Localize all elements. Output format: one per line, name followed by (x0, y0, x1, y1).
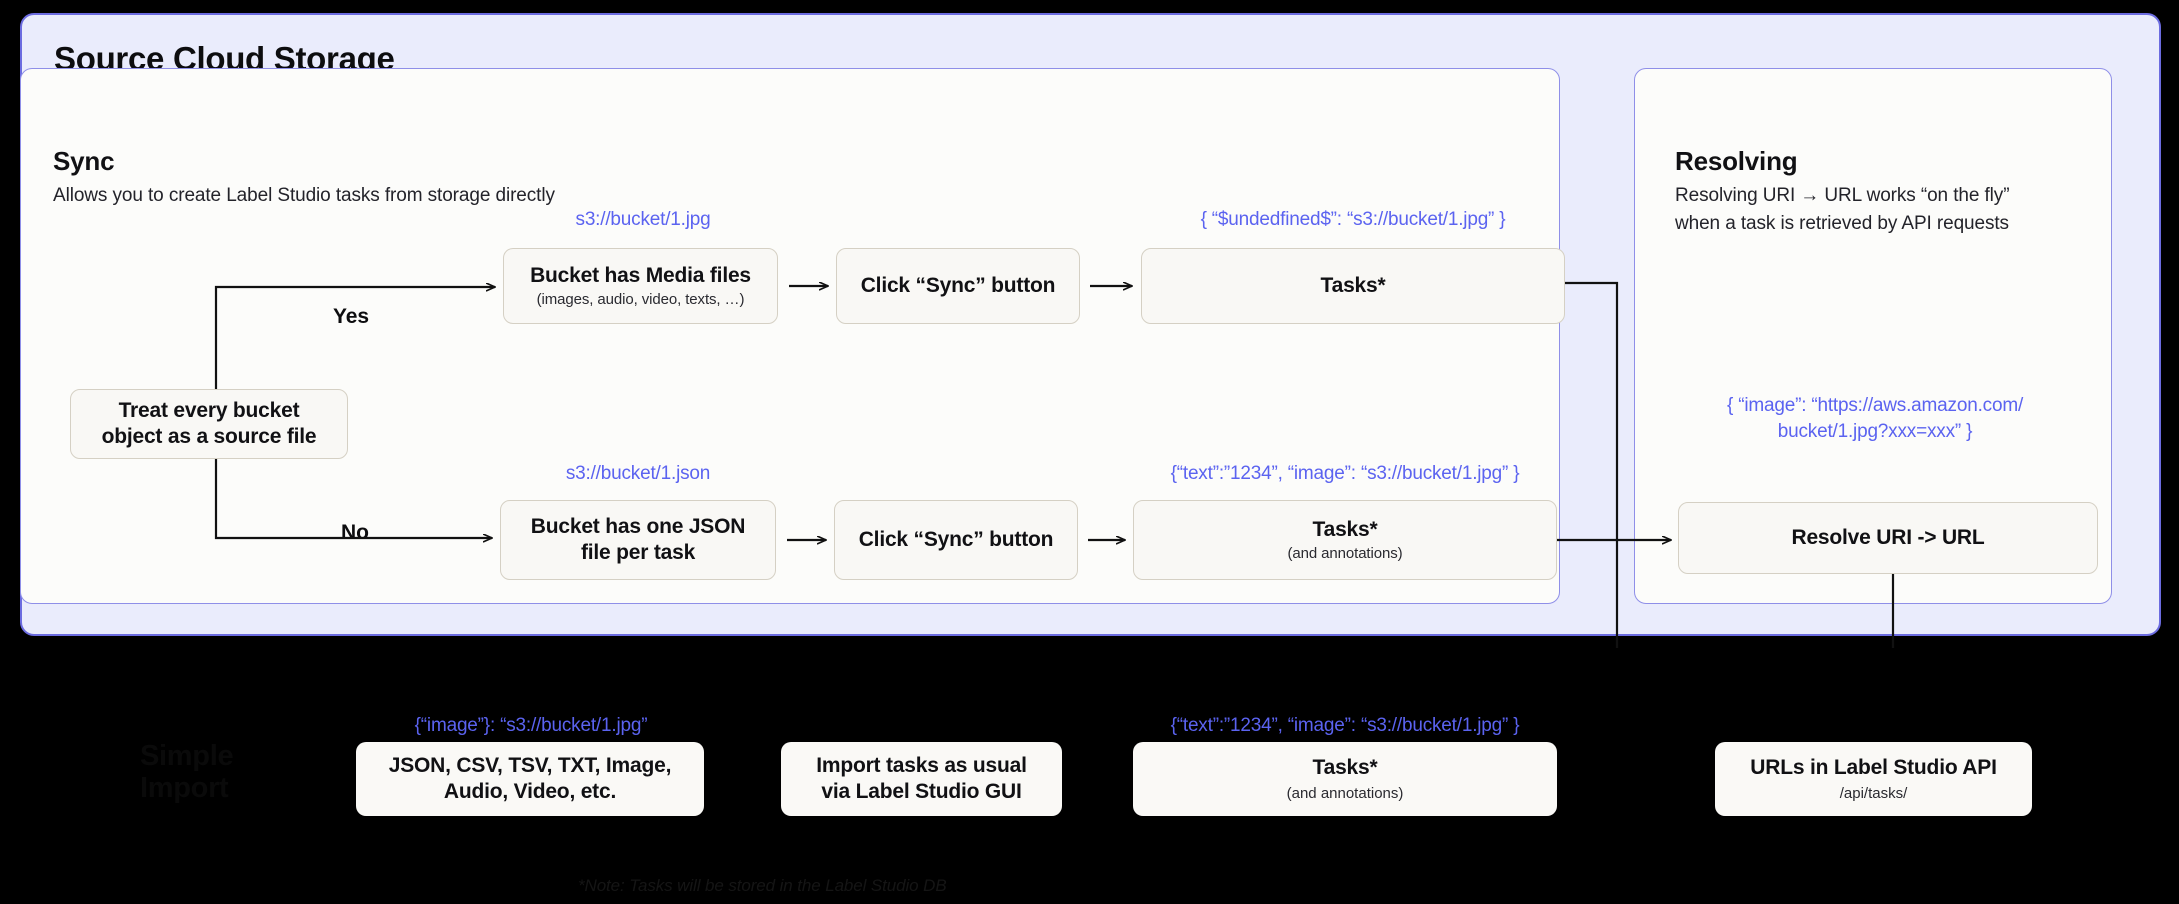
resolving-caption-line2: bucket/1.jpg?xxx=xxx” } (1777, 420, 1973, 442)
resolving-panel-subtitle-line1: Resolving URI → URL works “on the fly” (1675, 185, 2010, 206)
decision-box-line1: Treat every bucket (118, 399, 300, 423)
bucket-media-files-label: Bucket has Media files (530, 263, 751, 287)
tasks-box-media[interactable]: Tasks* (1141, 248, 1565, 324)
tasks-box-simple-import-label: Tasks* (1312, 755, 1378, 779)
tasks-box-media-label: Tasks* (1320, 274, 1386, 298)
media-tasks-json-caption: { “$undedfined$”: “s3://bucket/1.jpg” } (1200, 209, 1506, 230)
supported-formats-line2: Audio, Video, etc. (443, 780, 617, 803)
simple-import-tasks-caption: {“text”:”1234”, “image”: “s3://bucket/1.… (1170, 715, 1520, 736)
tasks-box-simple-import-sublabel: (and annotations) (1286, 785, 1404, 803)
urls-label-studio-api-label: URLs in Label Studio API (1750, 755, 1997, 779)
resolving-json-caption: { “image”: “https://aws.amazon.com/ buck… (1675, 393, 2075, 444)
simple-import-json-caption: {“image”}: “s3://bucket/1.jpg” (414, 715, 648, 736)
bucket-media-files-sublabel: (images, audio, video, texts, …) (536, 291, 745, 309)
tasks-box-simple-import[interactable]: Tasks* (and annotations) (1133, 742, 1557, 816)
bucket-one-json-file-box[interactable]: Bucket has one JSON file per task (500, 500, 776, 580)
tasks-box-json-label: Tasks* (1312, 517, 1378, 541)
urls-label-studio-api-sublabel: /api/tasks/ (1839, 785, 1908, 803)
json-tasks-json-caption: {“text”:”1234”, “image”: “s3://bucket/1.… (1170, 463, 1520, 484)
decision-box[interactable]: Treat every bucket object as a source fi… (70, 389, 348, 459)
json-uri-caption: s3://bucket/1.json (565, 463, 711, 484)
simple-import-title-line2: Import (140, 772, 229, 805)
bucket-one-json-file-line2: file per task (580, 541, 696, 564)
footnote: *Note: Tasks will be stored in the Label… (578, 876, 947, 895)
import-tasks-gui-box[interactable]: Import tasks as usual via Label Studio G… (781, 742, 1062, 816)
branch-label-no: No (341, 521, 369, 544)
decision-box-line2: object as a source file (101, 425, 317, 448)
resolving-caption-line1: { “image”: “https://aws.amazon.com/ (1726, 395, 2024, 416)
supported-formats-line1: JSON, CSV, TSV, TXT, Image, (388, 753, 672, 777)
import-tasks-gui-line1: Import tasks as usual (816, 753, 1027, 777)
simple-import-title: Simple Import (140, 740, 234, 805)
sync-panel-subtitle: Allows you to create Label Studio tasks … (53, 185, 555, 206)
media-uri-caption: s3://bucket/1.jpg (575, 209, 711, 230)
click-sync-button-box-media[interactable]: Click “Sync” button (836, 248, 1080, 324)
import-tasks-gui-line2: via Label Studio GUI (821, 780, 1022, 803)
tasks-box-json[interactable]: Tasks* (and annotations) (1133, 500, 1557, 580)
branch-label-yes: Yes (333, 305, 369, 328)
resolving-panel-subtitle-line2: when a task is retrieved by API requests (1675, 213, 2009, 234)
bucket-media-files-box[interactable]: Bucket has Media files (images, audio, v… (503, 248, 778, 324)
bucket-one-json-file-line1: Bucket has one JSON (530, 515, 746, 539)
click-sync-button-label-media: Click “Sync” button (860, 274, 1056, 298)
click-sync-button-label-json: Click “Sync” button (858, 528, 1054, 552)
resolve-uri-url-box[interactable]: Resolve URI -> URL (1678, 502, 2098, 574)
urls-label-studio-api-box[interactable]: URLs in Label Studio API /api/tasks/ (1715, 742, 2032, 816)
sync-panel-title: Sync (53, 146, 115, 176)
resolve-uri-url-label: Resolve URI -> URL (1791, 526, 1985, 550)
resolving-panel-title: Resolving (1675, 146, 1798, 176)
simple-import-title-line1: Simple (140, 740, 234, 772)
supported-formats-box[interactable]: JSON, CSV, TSV, TXT, Image, Audio, Video… (356, 742, 704, 816)
click-sync-button-box-json[interactable]: Click “Sync” button (834, 500, 1078, 580)
tasks-box-json-sublabel: (and annotations) (1287, 545, 1403, 563)
